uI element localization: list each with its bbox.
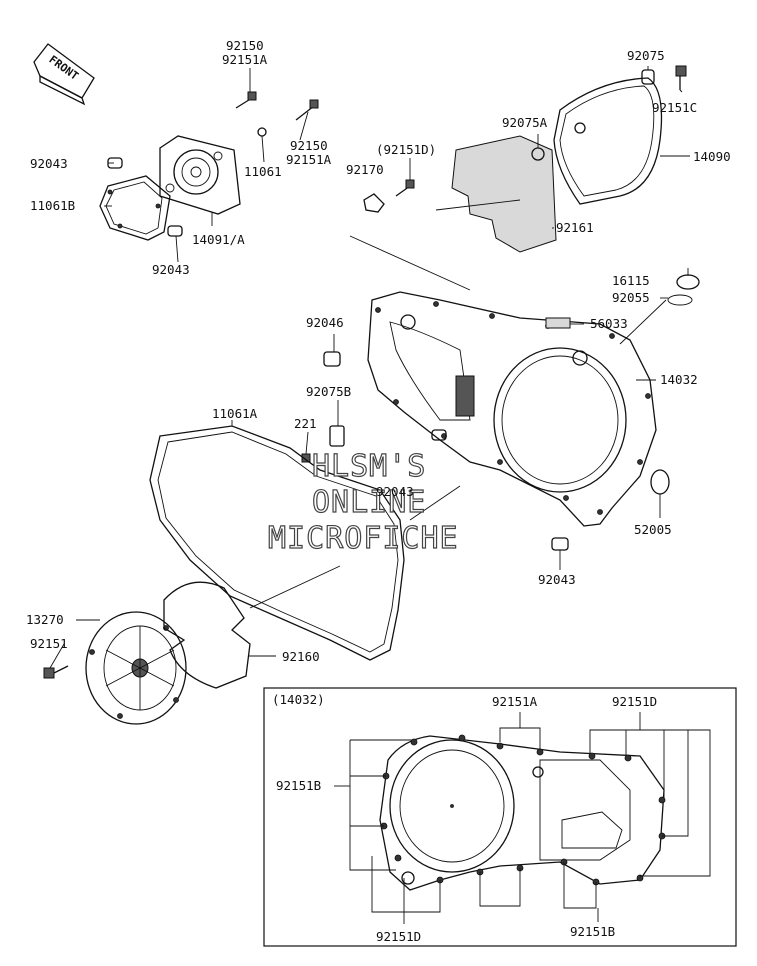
label-16115: 16115 [612,273,650,288]
round-cover-13270 [85,611,187,725]
label-221: 221 [294,416,317,431]
label-92160: 92160 [282,649,320,664]
part-labels: 92150 92151A 92075 92151C 92075A 92150 (… [26,38,731,664]
watermark: HLSM'S ONLINE MICROFICHE [267,448,459,556]
label-92151A-mid: 92151A [286,152,332,167]
bracket-92161 [451,135,557,253]
label-92151: 92151 [30,636,68,651]
label-92043-b: 92043 [152,262,190,277]
label-11061: 11061 [244,164,282,179]
clutch-cover-14032 [367,291,657,527]
label-92075B: 92075B [306,384,351,399]
label-92151A-top: 92151A [222,52,268,67]
label-52005: 52005 [634,522,672,537]
inset-title: (14032) [272,692,325,707]
label-13270: 13270 [26,612,64,627]
front-direction-arrow: FRONT [33,43,95,106]
inset-label-92151A: 92151A [492,694,538,709]
bolts-92150 [235,91,319,137]
pump-cover-14091A [159,135,241,215]
small-hardware-top-right [363,65,687,213]
label-92043-a: 92043 [30,156,68,171]
label-56033: 56033 [590,316,628,331]
inset-label-92151D-bottom: 92151D [376,929,421,944]
pump-gasket-11061B [99,175,171,241]
label-92043-d: 92043 [538,572,576,587]
label-14090: 14090 [693,149,731,164]
outer-cover-14090 [553,77,663,205]
label-14091A: 14091/A [192,232,245,247]
inset-label-92151D-top: 92151D [612,694,657,709]
label-14032: 14032 [660,372,698,387]
label-92150-mid: 92150 [290,138,328,153]
label-92150-top: 92150 [226,38,264,53]
label-92161: 92161 [556,220,594,235]
label-92046: 92046 [306,315,344,330]
label-11061A: 11061A [212,406,258,421]
watermark-line-3: MICROFICHE [268,521,459,556]
leader-lines [49,66,690,669]
label-92055: 92055 [612,290,650,305]
cover-gasket-11061A [149,425,405,661]
inset-label-92151B-bottom: 92151B [570,924,615,939]
front-arrow-label: FRONT [46,53,81,83]
label-92075: 92075 [627,48,665,63]
inset-bolt-detail: (14032) 92151A 92151D 92151B 92151D 9215… [263,687,737,947]
inset-leader-brackets [334,712,711,924]
watermark-line-2: ONLINE [312,485,426,520]
label-92043-c: 92043 [376,484,414,499]
inset-frame [263,687,737,947]
inset-label-92151B-left: 92151B [276,778,321,793]
damper-plate-92160 [163,581,251,689]
watermark-line-1: HLSM'S [312,449,426,484]
label-92170: 92170 [346,162,384,177]
bolt-92151 [43,665,69,679]
label-92151C: 92151C [652,100,697,115]
label-92075A: 92075A [502,115,548,130]
label-92151D-paren: (92151D) [376,142,436,157]
label-11061B: 11061B [30,198,75,213]
